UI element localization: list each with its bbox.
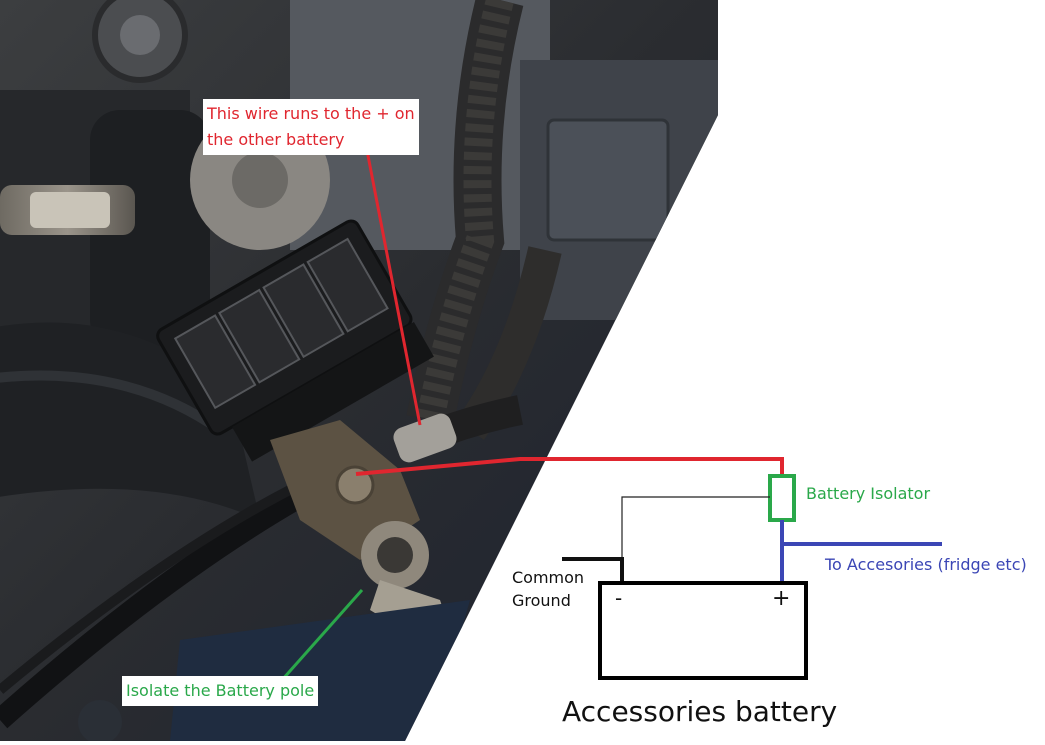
isolator-ground-line bbox=[621, 496, 770, 583]
battery-title: Accessories battery bbox=[562, 695, 838, 728]
wire-callout-line2: the other battery bbox=[207, 130, 345, 149]
common-ground-wire bbox=[562, 557, 624, 583]
negative-terminal-label: - bbox=[615, 586, 623, 610]
to-accessories-label: To Accesories (fridge etc) bbox=[825, 555, 1027, 574]
positive-wire bbox=[355, 457, 784, 476]
isolate-pole-callout-line bbox=[280, 589, 364, 681]
common-ground-line2: Ground bbox=[512, 591, 571, 610]
positive-terminal-label: + bbox=[772, 586, 791, 611]
battery-isolator-label: Battery Isolator bbox=[806, 484, 931, 503]
wire-callout-label: This wire runs to the + on the other bat… bbox=[203, 99, 419, 155]
battery-isolator-symbol bbox=[768, 474, 796, 522]
positive-wire-callout-line bbox=[363, 139, 422, 426]
isolate-pole-label: Isolate the Battery pole bbox=[122, 676, 319, 706]
common-ground-label: Common Ground bbox=[512, 566, 584, 612]
accessories-battery-box bbox=[598, 581, 808, 680]
common-ground-line1: Common bbox=[512, 568, 585, 587]
wire-callout-line1: This wire runs to the + on bbox=[207, 104, 415, 123]
